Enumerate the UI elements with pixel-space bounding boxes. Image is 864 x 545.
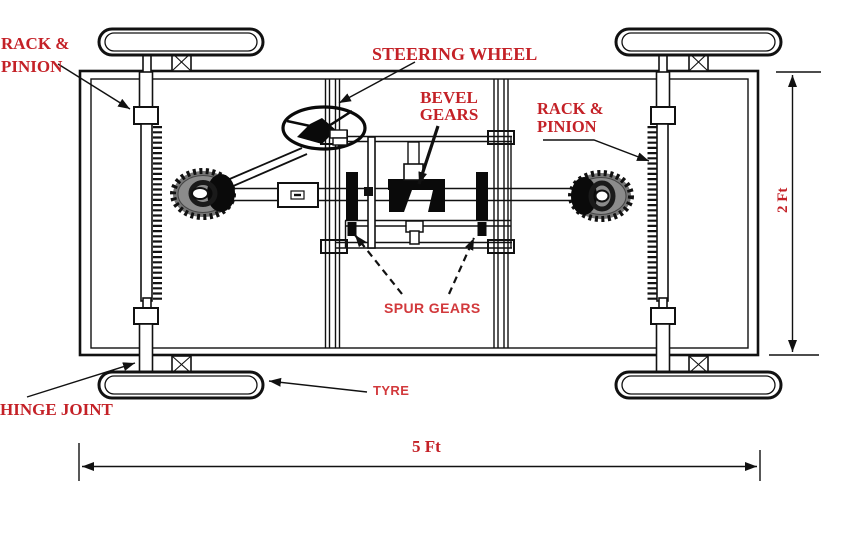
spur-gear-left — [346, 172, 358, 236]
tyre-bottom-left — [97, 370, 265, 400]
chassis-frame — [78, 69, 760, 357]
tyre-bottom-right — [614, 370, 783, 400]
label-rack-pinion-right: RACK & PINION — [537, 100, 603, 136]
label-rack-pinion-left: RACK & PINION — [1, 32, 69, 78]
label-rack-pinion-left-line1: RACK & — [1, 34, 70, 53]
leader-rack-pinion-right — [543, 139, 650, 162]
pinion-gear-right — [568, 170, 634, 222]
label-bevel-gears: BEVEL GEARS — [413, 89, 485, 123]
leader-spur-gears-left — [354, 234, 403, 295]
gearbox-clamps — [320, 130, 515, 254]
hinge-bracket-bottom-right — [688, 355, 709, 374]
bevel-gear-assembly — [388, 179, 445, 212]
leader-spur-gears-right — [447, 237, 476, 295]
pinion-gear-left — [170, 168, 236, 220]
hinge-brackets — [171, 52, 709, 374]
label-bevel-gears-line2: GEARS — [419, 105, 479, 124]
hinge-bracket-bottom-left — [171, 355, 192, 374]
label-steering-wheel: STEERING WHEEL — [372, 44, 538, 64]
leader-hinge-joint — [26, 362, 136, 398]
bevel-pinion-stem — [403, 141, 424, 181]
dimension-height — [769, 71, 821, 356]
tyre-top-right — [614, 27, 783, 57]
tyre-top-left — [97, 27, 265, 57]
leader-rack-pinion-left — [57, 63, 131, 110]
label-bevel-gears-line1: BEVEL — [420, 88, 478, 107]
label-rack-pinion-right-line1: RACK & — [537, 99, 604, 118]
rack-right — [647, 54, 676, 374]
label-hinge-joint: HINGE JOINT — [0, 400, 113, 419]
label-rack-pinion-right-line2: PINION — [537, 117, 597, 136]
label-rack-pinion-left-line2: PINION — [1, 57, 63, 76]
gearbox-support-tab — [405, 220, 424, 245]
spur-gear-right — [476, 172, 488, 236]
steering-wheel — [281, 105, 367, 151]
dimension-length — [78, 443, 761, 481]
label-spur-gears: SPUR GEARS — [384, 300, 481, 316]
tyres — [97, 27, 783, 400]
label-tyre: TYRE — [373, 383, 410, 398]
leader-tyre — [268, 377, 368, 393]
steering-shaft — [224, 147, 308, 188]
dimension-label-width: 2 Ft — [775, 187, 791, 213]
dimension-label-length: 5 Ft — [412, 437, 441, 456]
rack-left — [133, 54, 162, 374]
leader-lines — [26, 61, 650, 398]
shaft-coupling — [277, 182, 319, 208]
frame-member-right — [493, 79, 509, 348]
leader-steering-wheel — [338, 61, 416, 104]
shaft-bearing — [364, 187, 373, 196]
leader-bevel-gears — [417, 125, 440, 185]
frame-member-left — [324, 79, 341, 348]
